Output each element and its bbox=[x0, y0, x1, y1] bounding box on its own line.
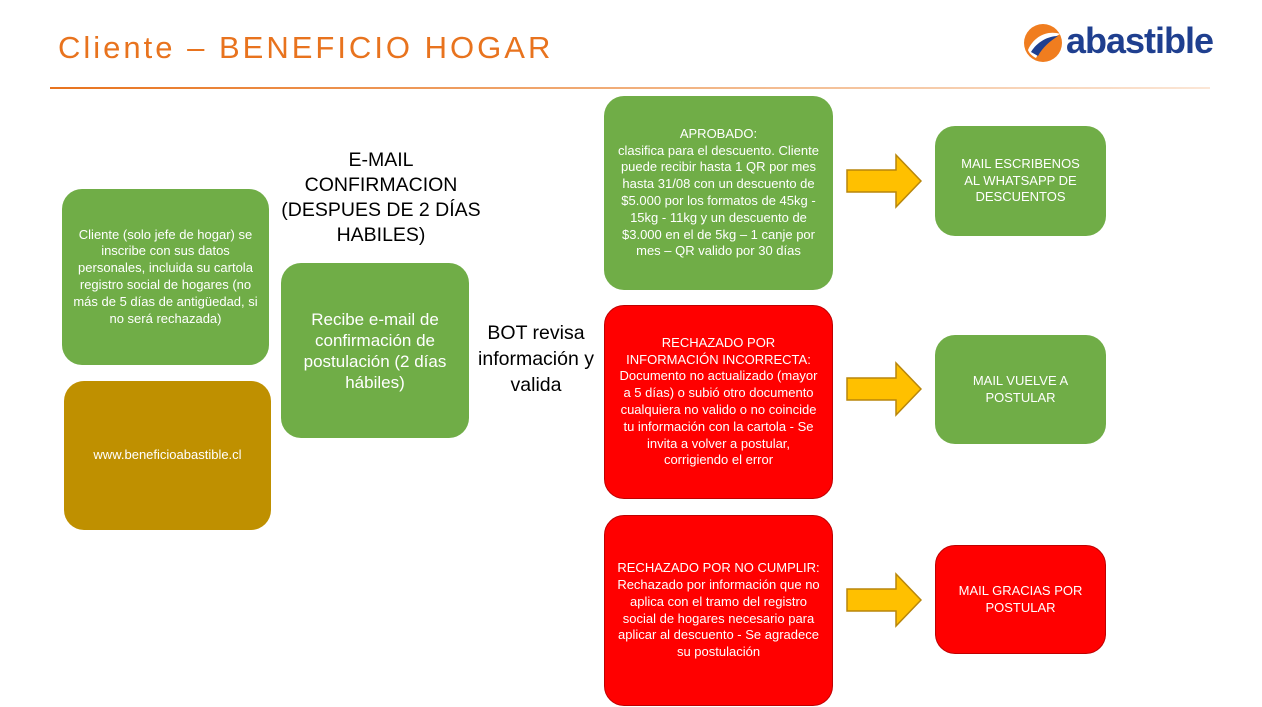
flame-icon bbox=[1024, 24, 1062, 62]
abastible-logo: abastible bbox=[1022, 20, 1214, 66]
logo-text: abastible bbox=[1066, 20, 1214, 61]
approved-box: APROBADO: clasifica para el descuento. C… bbox=[604, 96, 833, 290]
right-arrow-icon bbox=[846, 572, 922, 628]
website-box: www.beneficioabastible.cl bbox=[64, 381, 271, 530]
receives-email-box: Recibe e-mail de confirmación de postula… bbox=[281, 263, 469, 438]
bot-review-label: BOT revisa información y valida bbox=[478, 322, 594, 396]
rejected-incorrect-box: RECHAZADO POR INFORMACIÓN INCORRECTA: Do… bbox=[604, 305, 833, 499]
client-registration-box: Cliente (solo jefe de hogar) se inscribe… bbox=[62, 189, 269, 365]
mail-reapply-box: MAIL VUELVE A POSTULAR bbox=[935, 335, 1106, 444]
mail-whatsapp-box: MAIL ESCRIBENOS AL WHATSAPP DE DESCUENTO… bbox=[935, 126, 1106, 236]
page-title: Cliente – BENEFICIO HOGAR bbox=[58, 30, 554, 65]
right-arrow-icon bbox=[846, 361, 922, 417]
right-arrow-icon bbox=[846, 153, 922, 209]
rejected-not-met-box: RECHAZADO POR NO CUMPLIR: Rechazado por … bbox=[604, 515, 833, 706]
email-confirmation-label: E-MAIL CONFIRMACION (DESPUES DE 2 DÍAS H… bbox=[281, 149, 481, 246]
title-divider bbox=[50, 87, 1210, 89]
mail-thanks-box: MAIL GRACIAS POR POSTULAR bbox=[935, 545, 1106, 654]
